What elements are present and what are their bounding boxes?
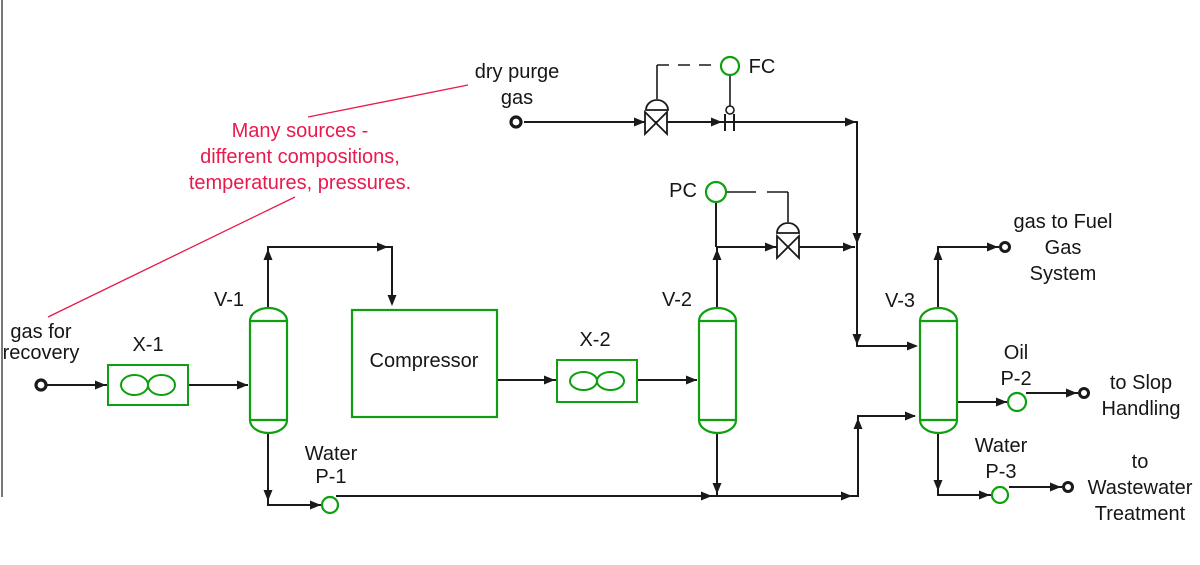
exchanger-x2 [556,359,638,403]
tag-pump-p3: Water P-3 [974,435,1028,483]
stream-label-fuel-gas: gas to Fuel Gas System [1013,211,1113,285]
stream-label-wastewater: to Wastewater Treatment [1087,451,1193,525]
tag-v2: V-2 [661,289,693,311]
tag-compressor: Compressor [369,350,479,372]
flow-element-icon [724,105,735,131]
tag-pc: PC [669,180,697,202]
stream-end-wastewater-icon [1062,481,1074,493]
stream-start-gas-recovery-icon [34,378,48,392]
pump-p2-icon [1006,391,1028,413]
flow-arrows [95,117,1077,510]
vessel-v1 [248,306,289,435]
tag-fc: FC [748,56,776,78]
stream-end-fuel-gas-icon [999,241,1011,253]
annotation-note: Many sources - different compositions, t… [189,118,411,196]
tag-x1: X-1 [132,334,164,356]
tag-v3: V-3 [884,290,916,312]
stream-label-slop: to Slop Handling [1101,372,1181,420]
exchanger-x1 [107,364,189,406]
pump-p3-icon [990,485,1010,505]
control-valve-pc-icon [776,222,800,261]
vessels [248,306,959,435]
stream-label-dry-purge-gas: dry purge gas [474,61,560,109]
vessel-v3 [918,306,959,435]
tag-x2: X-2 [579,329,611,351]
control-valve-fc-icon [644,99,669,137]
pc-controller-icon [704,180,728,204]
stream-label-gas-for-recovery: gas for recovery [2,321,80,364]
stream-end-slop-icon [1078,387,1090,399]
fc-controller-icon [719,55,741,77]
tag-pump-p2: Oil P-2 [1000,342,1032,390]
compressor-box [350,308,499,419]
annotation-line: temperatures, pressures. [188,172,412,194]
stream-connectors [34,115,1090,493]
vessel-v2 [697,306,738,435]
tag-pump-p1: Water P-1 [304,443,358,488]
stream-start-dry-purge-icon [509,115,523,129]
annotation-line: different compositions, [200,146,400,168]
annotation-leader-lines [47,84,469,318]
piping-lines [47,65,1078,506]
tag-v1: V-1 [213,289,245,311]
pump-p1-icon [320,495,340,515]
instrument-signal-lines [657,64,788,193]
annotation-line: Many sources - [231,120,369,142]
